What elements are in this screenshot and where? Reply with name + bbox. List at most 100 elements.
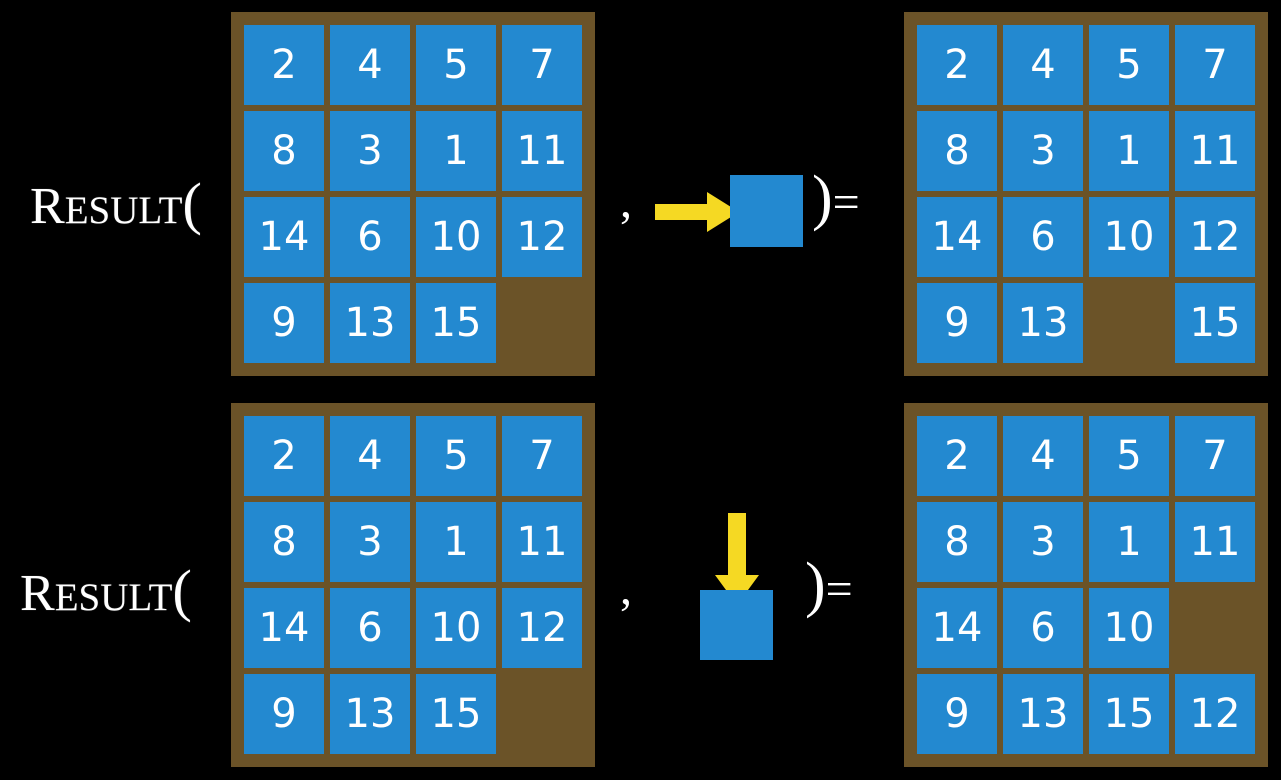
tile[interactable]: 10 <box>1089 588 1169 668</box>
tile[interactable]: 2 <box>244 25 324 105</box>
tile-number: 4 <box>1030 433 1056 479</box>
tile-number: 7 <box>529 433 555 479</box>
tile[interactable]: 10 <box>416 197 496 277</box>
result-label-rest: ESULT <box>64 189 183 232</box>
tile[interactable]: 13 <box>1003 283 1083 363</box>
tile[interactable]: 11 <box>1175 111 1255 191</box>
tile[interactable]: 4 <box>330 416 410 496</box>
tile[interactable]: 9 <box>244 283 324 363</box>
empty-slot[interactable] <box>1089 283 1169 363</box>
tile[interactable]: 5 <box>1089 25 1169 105</box>
tile[interactable]: 11 <box>1175 502 1255 582</box>
tile[interactable]: 9 <box>917 674 997 754</box>
tile[interactable]: 11 <box>502 502 582 582</box>
tile[interactable]: 1 <box>416 111 496 191</box>
tile[interactable]: 4 <box>1003 416 1083 496</box>
tile-number: 10 <box>430 214 482 260</box>
close-paren-equals-row-1: )= <box>812 163 860 234</box>
tile[interactable]: 6 <box>1003 197 1083 277</box>
tile[interactable]: 8 <box>917 502 997 582</box>
tile[interactable]: 14 <box>917 588 997 668</box>
tile[interactable]: 3 <box>330 502 410 582</box>
tile-number: 6 <box>1030 605 1056 651</box>
tile[interactable]: 15 <box>1175 283 1255 363</box>
tile[interactable]: 15 <box>416 674 496 754</box>
tile-number: 13 <box>1017 300 1069 346</box>
tile[interactable]: 3 <box>330 111 410 191</box>
tile[interactable]: 11 <box>502 111 582 191</box>
tile[interactable]: 4 <box>330 25 410 105</box>
tile[interactable]: 6 <box>330 588 410 668</box>
tile[interactable]: 12 <box>502 197 582 277</box>
tile[interactable]: 13 <box>330 674 410 754</box>
tile[interactable]: 8 <box>917 111 997 191</box>
result-label-initial: R <box>30 178 65 235</box>
tile-number: 11 <box>1189 519 1241 565</box>
tile[interactable]: 12 <box>1175 674 1255 754</box>
tile[interactable]: 10 <box>416 588 496 668</box>
equals-sign: = <box>825 563 853 616</box>
tile[interactable]: 15 <box>416 283 496 363</box>
empty-slot[interactable] <box>502 674 582 754</box>
tile[interactable]: 8 <box>244 111 324 191</box>
tile-number: 3 <box>357 519 383 565</box>
tile-number: 3 <box>1030 519 1056 565</box>
tile[interactable]: 2 <box>917 416 997 496</box>
tile[interactable]: 7 <box>502 25 582 105</box>
tile-number: 1 <box>1116 519 1142 565</box>
tile[interactable]: 3 <box>1003 502 1083 582</box>
tile[interactable]: 2 <box>244 416 324 496</box>
tile[interactable]: 3 <box>1003 111 1083 191</box>
action-tile-row-2[interactable] <box>700 590 773 660</box>
action-tile-row-1[interactable] <box>730 175 803 247</box>
tile[interactable]: 12 <box>502 588 582 668</box>
tile[interactable]: 1 <box>1089 111 1169 191</box>
tile[interactable]: 5 <box>416 25 496 105</box>
tile[interactable]: 8 <box>244 502 324 582</box>
tile-number: 4 <box>357 433 383 479</box>
tile[interactable]: 14 <box>917 197 997 277</box>
board-grid: 2 4 5 7 8 3 1 11 14 6 10 9 13 15 12 <box>917 416 1255 754</box>
empty-slot[interactable] <box>502 283 582 363</box>
tile-number: 10 <box>430 605 482 651</box>
tile-number: 9 <box>944 300 970 346</box>
tile[interactable]: 5 <box>416 416 496 496</box>
tile-number: 8 <box>271 128 297 174</box>
input-board-row-2: 2 4 5 7 8 3 1 11 14 6 10 12 9 13 15 <box>231 403 595 767</box>
tile[interactable]: 6 <box>1003 588 1083 668</box>
tile-number: 7 <box>1202 42 1228 88</box>
tile[interactable]: 1 <box>416 502 496 582</box>
tile[interactable]: 14 <box>244 197 324 277</box>
tile[interactable]: 2 <box>917 25 997 105</box>
tile-number: 1 <box>1116 128 1142 174</box>
tile[interactable]: 10 <box>1089 197 1169 277</box>
close-paren: ) <box>805 551 826 619</box>
tile-number: 15 <box>1189 300 1241 346</box>
tile[interactable]: 15 <box>1089 674 1169 754</box>
arrow-right-icon <box>655 192 739 232</box>
tile-number: 14 <box>258 214 310 260</box>
tile[interactable]: 1 <box>1089 502 1169 582</box>
tile[interactable]: 7 <box>502 416 582 496</box>
board-grid: 2 4 5 7 8 3 1 11 14 6 10 12 9 13 15 <box>244 25 582 363</box>
tile[interactable]: 7 <box>1175 416 1255 496</box>
tile[interactable]: 14 <box>244 588 324 668</box>
output-board-row-2: 2 4 5 7 8 3 1 11 14 6 10 9 13 15 12 <box>904 403 1268 767</box>
board-grid: 2 4 5 7 8 3 1 11 14 6 10 12 9 13 15 <box>917 25 1255 363</box>
tile-number: 5 <box>443 42 469 88</box>
tile-number: 9 <box>271 300 297 346</box>
tile[interactable]: 13 <box>330 283 410 363</box>
tile[interactable]: 9 <box>917 283 997 363</box>
tile[interactable]: 13 <box>1003 674 1083 754</box>
empty-slot[interactable] <box>1175 588 1255 668</box>
tile[interactable]: 9 <box>244 674 324 754</box>
tile[interactable]: 6 <box>330 197 410 277</box>
tile-number: 3 <box>357 128 383 174</box>
tile-number: 2 <box>271 42 297 88</box>
tile[interactable]: 7 <box>1175 25 1255 105</box>
tile[interactable]: 12 <box>1175 197 1255 277</box>
result-label-row-2: RESULT( <box>20 557 192 624</box>
tile-number: 9 <box>944 691 970 737</box>
tile[interactable]: 5 <box>1089 416 1169 496</box>
tile[interactable]: 4 <box>1003 25 1083 105</box>
